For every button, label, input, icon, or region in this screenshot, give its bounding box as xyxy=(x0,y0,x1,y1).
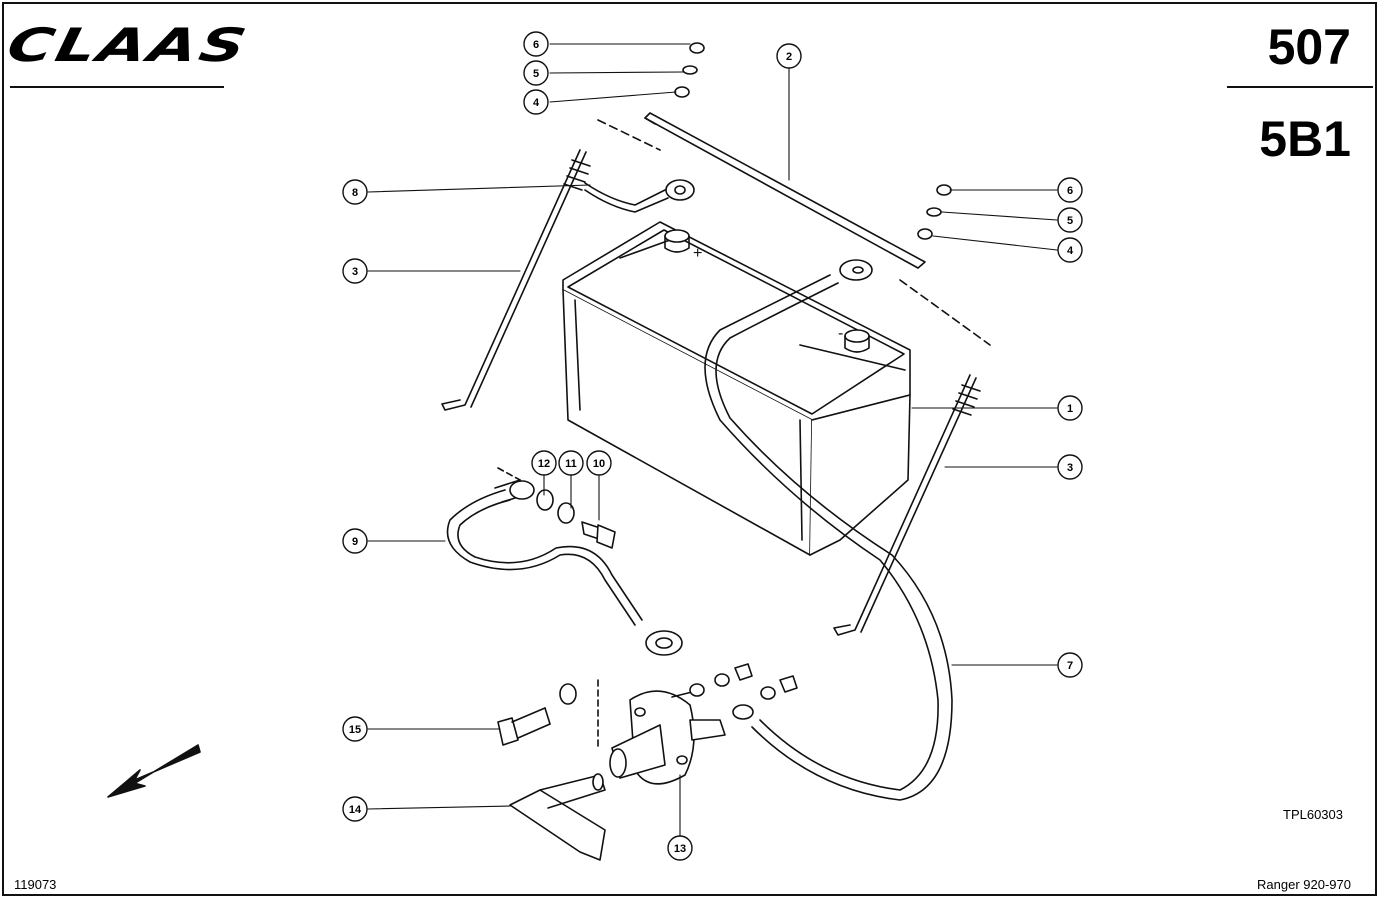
isolator-nuts-washers xyxy=(689,663,798,700)
leader-lines xyxy=(367,43,1058,837)
callout-label: 5 xyxy=(533,68,539,80)
callout-circle xyxy=(531,450,557,476)
page-number-underline xyxy=(1227,86,1373,88)
nut-washer-stack-top xyxy=(674,42,705,98)
callout-11: 11 xyxy=(558,450,584,476)
callout-label: 8 xyxy=(352,187,358,199)
callout-3b: 3 xyxy=(1057,454,1083,480)
callout-circle xyxy=(342,716,368,742)
callout-circle xyxy=(776,43,802,69)
callout-5b: 5 xyxy=(1057,207,1083,233)
callout-label: 11 xyxy=(565,458,577,470)
callout-circle xyxy=(1057,177,1083,203)
callout-label: 1 xyxy=(1067,403,1073,415)
callout-label: 6 xyxy=(1067,185,1073,197)
ground-cable xyxy=(446,479,683,656)
callout-7: 7 xyxy=(1057,652,1083,678)
callout-14: 14 xyxy=(342,796,368,822)
callout-label: 3 xyxy=(352,266,358,278)
callout-label: 7 xyxy=(1067,660,1073,672)
callout-12: 12 xyxy=(531,450,557,476)
logo-underline xyxy=(10,86,224,88)
callout-label: 10 xyxy=(593,458,605,470)
callout-8: 8 xyxy=(342,179,368,205)
isolator-switch xyxy=(609,689,726,785)
clamp-bar xyxy=(644,112,926,269)
callout-label: 9 xyxy=(352,536,358,548)
callout-4b: 4 xyxy=(1057,237,1083,263)
callout-13: 13 xyxy=(667,835,693,861)
callout-15: 15 xyxy=(342,716,368,742)
callout-circle xyxy=(523,89,549,115)
callout-circle xyxy=(342,179,368,205)
callout-label: 3 xyxy=(1067,462,1073,474)
callout-circle xyxy=(342,258,368,284)
callout-circle xyxy=(523,31,549,57)
callout-2: 2 xyxy=(776,43,802,69)
page-number: 507 xyxy=(1267,19,1351,75)
callout-circle xyxy=(1057,237,1083,263)
callout-9: 9 xyxy=(342,528,368,554)
hold-down-rod-left xyxy=(441,149,591,411)
negative-terminal-mark: - xyxy=(838,325,843,342)
callout-circle xyxy=(586,450,612,476)
drawing-reference: TPL60303 xyxy=(1283,807,1343,822)
direction-arrow-icon xyxy=(107,744,201,798)
model-range: Ranger 920-970 xyxy=(1257,877,1351,892)
sheet-number: 119073 xyxy=(14,877,57,892)
callout-label: 12 xyxy=(538,458,550,470)
callout-1: 1 xyxy=(1057,395,1083,421)
isolator-key xyxy=(509,773,606,861)
positive-cable-short xyxy=(584,179,695,213)
callout-6a: 6 xyxy=(523,31,549,57)
battery xyxy=(562,221,911,556)
fastener-set-ground xyxy=(536,489,616,549)
callout-4a: 4 xyxy=(523,89,549,115)
callout-3a: 3 xyxy=(342,258,368,284)
callout-label: 4 xyxy=(533,97,540,109)
nut-washer-stack-right xyxy=(917,184,952,240)
group-code: 5B1 xyxy=(1259,111,1351,167)
callout-label: 5 xyxy=(1067,215,1073,227)
callout-circle xyxy=(342,796,368,822)
callout-circle xyxy=(1057,207,1083,233)
callout-label: 14 xyxy=(349,804,362,816)
callout-circle xyxy=(558,450,584,476)
callout-circle xyxy=(667,835,693,861)
callout-label: 13 xyxy=(674,843,686,855)
callout-label: 15 xyxy=(349,724,361,736)
callout-circle xyxy=(523,60,549,86)
callout-label: 2 xyxy=(786,51,792,63)
callout-10: 10 xyxy=(586,450,612,476)
callout-circle xyxy=(342,528,368,554)
callout-label: 4 xyxy=(1067,245,1074,257)
hold-down-rod-right xyxy=(833,374,981,636)
negative-cable-long xyxy=(704,259,953,801)
bolt-long xyxy=(497,683,577,746)
positive-terminal-mark: + xyxy=(693,245,702,262)
callout-label: 6 xyxy=(533,39,539,51)
callout-circle xyxy=(1057,652,1083,678)
callout-circle xyxy=(1057,395,1083,421)
callout-6b: 6 xyxy=(1057,177,1083,203)
callout-circle xyxy=(1057,454,1083,480)
callout-5a: 5 xyxy=(523,60,549,86)
